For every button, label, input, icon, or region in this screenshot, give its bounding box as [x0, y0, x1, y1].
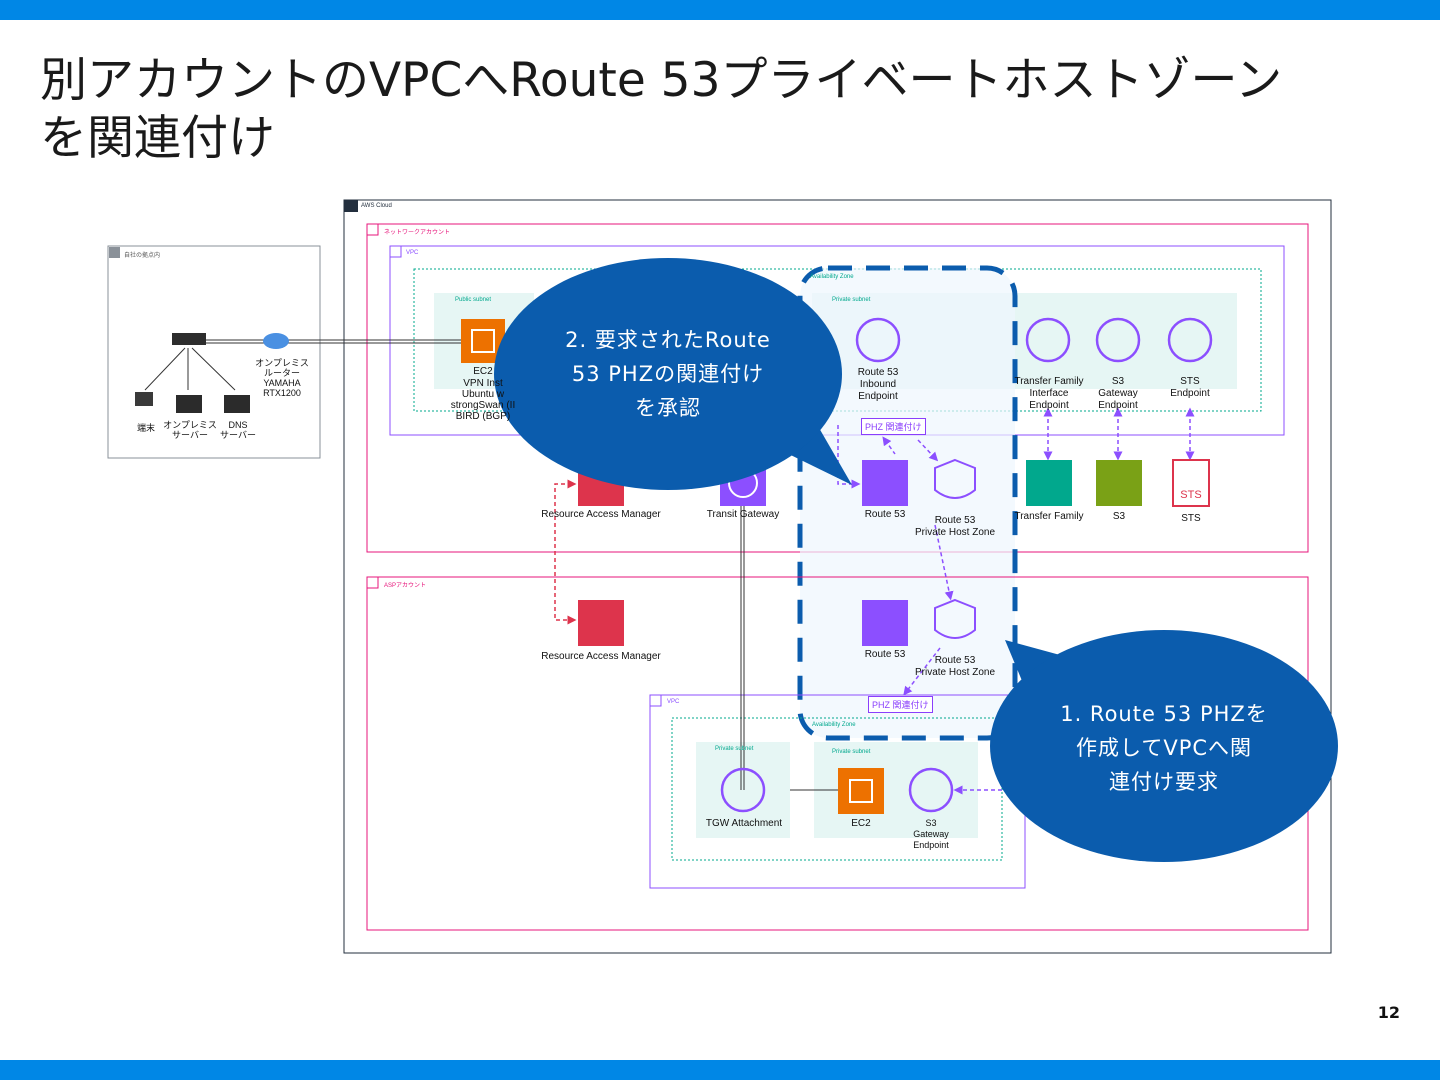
- s3-gateway-endpoint-icon: [1095, 317, 1141, 363]
- az-bottom-label: Availability Zone: [812, 722, 856, 728]
- route53-icon: [862, 460, 908, 506]
- vpc-bottom-label: VPC: [667, 699, 680, 705]
- bubble-1-text: 1. Route 53 PHZを 作成してVPCへ関 連付け要求: [1060, 702, 1268, 794]
- sts-endpoint-icon: [1167, 317, 1213, 363]
- inbound-endpoint-icon: [855, 317, 901, 363]
- bottom-accent-bar: [0, 1060, 1440, 1080]
- onprem-label: 自社の拠点内: [124, 253, 161, 259]
- bubble-2-text: 2. 要求されたRoute 53 PHZの関連付け を承認: [565, 328, 771, 420]
- app-route53-label: Route 53: [864, 649, 906, 660]
- tf-interface-endpoint-icon: [1025, 317, 1071, 363]
- app-account-icon: [366, 576, 379, 589]
- s3-label: S3: [1112, 511, 1126, 522]
- slide-title: 別アカウントのVPCへRoute 53プライベートホストゾーン を関連付け: [40, 53, 1283, 166]
- phz-label: Route 53 Private Host Zone: [914, 515, 996, 538]
- az-top-label: Availability Zone: [810, 274, 854, 280]
- sts-icon: [1172, 459, 1210, 507]
- app-phz-label: Route 53 Private Host Zone: [914, 655, 996, 678]
- router-label: オンプレミス ルーター YAMAHA RTX1200: [255, 358, 309, 398]
- onprem-line-3: [191, 347, 236, 391]
- s3-gateway-endpoint-label: S3 Gateway Endpoint: [1098, 376, 1138, 411]
- aws-cloud-label: AWS Cloud: [361, 203, 392, 209]
- sts-label: STS: [1181, 513, 1201, 524]
- app-ec2-icon: [838, 768, 884, 814]
- assoc-bottom-arrow: [903, 647, 941, 696]
- app-ram-label: Resource Access Manager: [541, 651, 661, 662]
- private-subnet-left-label: Private subnet: [715, 746, 754, 752]
- ec2-desc: VPN Inst Ubuntu w strongSwan (II BIRD (B…: [450, 378, 516, 422]
- tf-interface-endpoint-label: Transfer Family Interface Endpoint: [1014, 376, 1084, 411]
- vpc-bottom-icon: [649, 694, 662, 707]
- tgw-label: Transit Gateway: [706, 509, 780, 520]
- onprem-box: [107, 245, 321, 459]
- bubble-1: [990, 630, 1338, 862]
- app-phz-icon: [934, 598, 976, 639]
- private-subnet-top-label: Private subnet: [832, 297, 871, 303]
- top-accent-bar: [0, 0, 1440, 20]
- router-icon: [263, 333, 289, 349]
- sts-icon-text: STS: [1180, 489, 1202, 501]
- ram-label: Resource Access Manager: [541, 509, 661, 520]
- app-account-label: ASPアカウント: [384, 583, 427, 589]
- phz-assoc-top-tag: PHZ 関連付け: [861, 418, 926, 435]
- onprem-icon: [109, 247, 120, 258]
- phz-assoc-bottom-tag: PHZ 関連付け: [868, 696, 933, 713]
- app-ec2-label: EC2: [851, 818, 871, 829]
- bubble-2: [494, 258, 842, 490]
- app-s3-gateway-endpoint-label: S3 Gateway Endpoint: [913, 818, 949, 850]
- terminal-label: 端末: [136, 423, 155, 433]
- sts-endpoint-label: STS Endpoint: [1170, 376, 1210, 399]
- private-subnet-left-box: [696, 742, 790, 838]
- onprem-server-icon: [176, 395, 202, 413]
- ram-share-arrow: [554, 479, 577, 625]
- aws-logo-icon: [344, 200, 358, 212]
- page-number: 12: [1377, 1003, 1400, 1022]
- onprem-server-label: オンプレミス サーバー: [163, 420, 217, 440]
- app-s3-gateway-endpoint-icon: [908, 767, 954, 813]
- transfer-family-icon: [1026, 460, 1072, 506]
- vpc-top-icon: [389, 245, 402, 258]
- private-subnet-right-label: Private subnet: [832, 749, 871, 755]
- route53-label: Route 53: [864, 509, 906, 520]
- phz-icon: [934, 458, 976, 499]
- s3-icon: [1096, 460, 1142, 506]
- public-subnet-label: Public subnet: [455, 297, 492, 303]
- app-route53-icon: [862, 600, 908, 646]
- az-bottom-box: [671, 717, 1003, 861]
- network-account-icon: [366, 223, 379, 236]
- vpc-top-label: VPC: [406, 250, 419, 256]
- ec2-label: EC2: [473, 366, 493, 377]
- transfer-family-label: Transfer Family: [1014, 511, 1084, 522]
- dns-server-icon: [224, 395, 250, 413]
- dns-server-label: DNS サーバー: [220, 420, 256, 440]
- phz-link-arrow: [934, 524, 954, 601]
- onprem-switch-icon: [172, 333, 206, 345]
- inbound-endpoint-label: Route 53 Inbound Endpoint: [857, 367, 899, 402]
- network-account-label: ネットワークアカウント: [384, 230, 451, 236]
- terminal-icon: [135, 392, 153, 406]
- assoc-top-arrow-1: [882, 436, 896, 455]
- bubble-1-tail: [1005, 640, 1060, 700]
- tgw-attachment-icon: [720, 767, 766, 813]
- onprem-line-1: [144, 347, 186, 391]
- tgw-attachment-label: TGW Attachment: [705, 818, 783, 829]
- app-ram-icon: [578, 600, 624, 646]
